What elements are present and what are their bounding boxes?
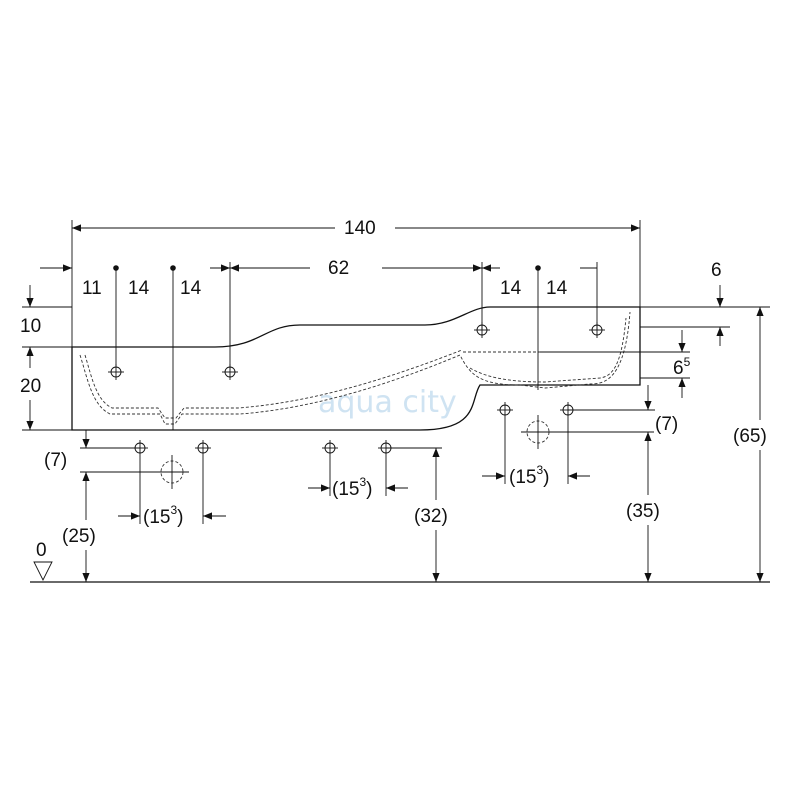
tap-hole-crosses (108, 322, 605, 456)
left-bowl-dashed (79, 311, 631, 425)
cross-2 (222, 364, 238, 380)
label-6: 6 (711, 260, 722, 281)
label-14-a: 14 (128, 278, 150, 299)
dot-marker-3 (535, 265, 541, 271)
cross-9 (497, 402, 513, 418)
label-11: 11 (82, 278, 102, 299)
dot-marker-2 (170, 265, 176, 271)
label-20: 20 (20, 376, 41, 397)
label-62: 62 (328, 258, 349, 279)
label-32: (32) (414, 506, 448, 527)
label-7-right: (7) (655, 414, 678, 435)
label-14-d: 14 (546, 278, 568, 299)
label-15-mid: (153) (332, 475, 372, 500)
label-14-b: 14 (180, 278, 202, 299)
label-7-left: (7) (44, 450, 67, 471)
label-35: (35) (626, 501, 660, 522)
left-bowl-dashed-inner (84, 349, 463, 419)
label-6-5: 65 (673, 355, 691, 379)
label-65: (65) (733, 426, 767, 447)
waste-outlets (155, 415, 555, 489)
waste-left (155, 455, 189, 489)
cross-3 (474, 322, 490, 338)
label-15-left: (153) (143, 503, 183, 528)
basin-outline (71, 306, 641, 431)
label-floor-0: 0 (36, 540, 47, 561)
cross-7 (322, 440, 338, 456)
label-14-c: 14 (500, 278, 522, 299)
watermark-text: aqua city (318, 385, 457, 420)
floor-level-triangle-icon (33, 561, 53, 582)
dot-marker-1 (113, 265, 119, 271)
label-140: 140 (344, 218, 376, 239)
cross-6 (195, 440, 211, 456)
cross-4 (589, 322, 605, 338)
cross-1 (108, 364, 124, 380)
label-15-right: (153) (509, 463, 549, 488)
label-25: (25) (62, 526, 96, 547)
label-10: 10 (20, 316, 41, 337)
